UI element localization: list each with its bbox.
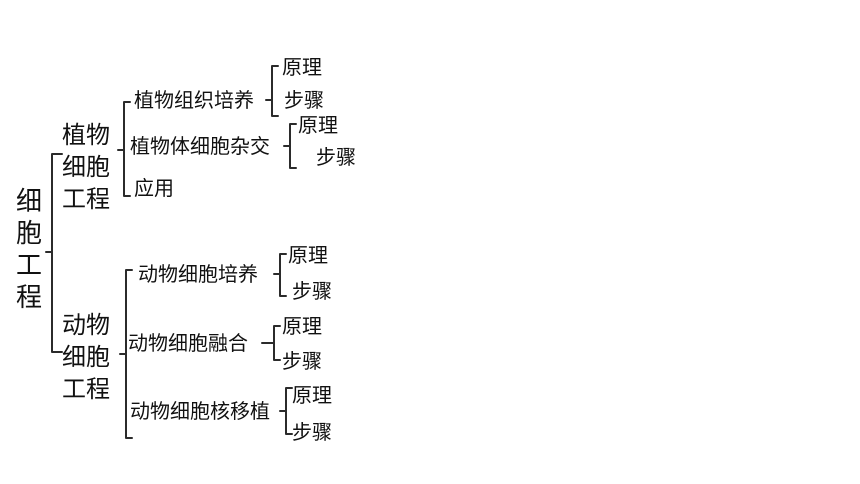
node-animal-cell-culture: 动物细胞培养 <box>138 262 258 286</box>
leaf-principle: 原理 <box>282 314 322 338</box>
branch-animal-line: 细胞 <box>62 343 110 371</box>
branch-animal-line: 工程 <box>62 375 110 403</box>
leaf-steps: 步骤 <box>282 349 322 373</box>
animal-fusion-bracket <box>261 325 281 361</box>
leaf-principle: 原理 <box>288 243 328 267</box>
branch-plant-line: 细胞 <box>62 153 110 181</box>
node-animal-cell-fusion: 动物细胞融合 <box>128 331 248 355</box>
animal-bracket <box>119 269 133 439</box>
animal-culture-bracket <box>273 253 287 297</box>
branch-plant: 植物 细胞 工程 <box>62 119 110 215</box>
node-animal-nuclear-transfer: 动物细胞核移植 <box>130 399 270 423</box>
node-plant-tissue-culture: 植物组织培养 <box>134 88 254 112</box>
plant-tissue-bracket <box>265 65 279 117</box>
branch-animal: 动物 细胞 工程 <box>62 309 110 405</box>
plant-hybrid-bracket <box>283 123 297 169</box>
root-node: 细胞工程 <box>15 187 42 313</box>
branch-plant-line: 工程 <box>62 185 110 213</box>
node-plant-somatic-hybrid: 植物体细胞杂交 <box>130 134 270 158</box>
root-bracket <box>45 153 63 353</box>
plant-bracket <box>117 101 131 197</box>
leaf-principle: 原理 <box>298 113 338 137</box>
animal-nt-bracket <box>279 387 293 435</box>
branch-plant-line: 植物 <box>62 121 110 149</box>
leaf-steps: 步骤 <box>292 279 332 303</box>
leaf-steps: 步骤 <box>284 88 324 112</box>
node-plant-application: 应用 <box>134 176 174 200</box>
leaf-principle: 原理 <box>292 383 332 407</box>
leaf-principle: 原理 <box>282 55 322 79</box>
branch-animal-line: 动物 <box>62 311 110 339</box>
leaf-steps: 步骤 <box>292 420 332 444</box>
leaf-steps: 步骤 <box>316 145 356 169</box>
